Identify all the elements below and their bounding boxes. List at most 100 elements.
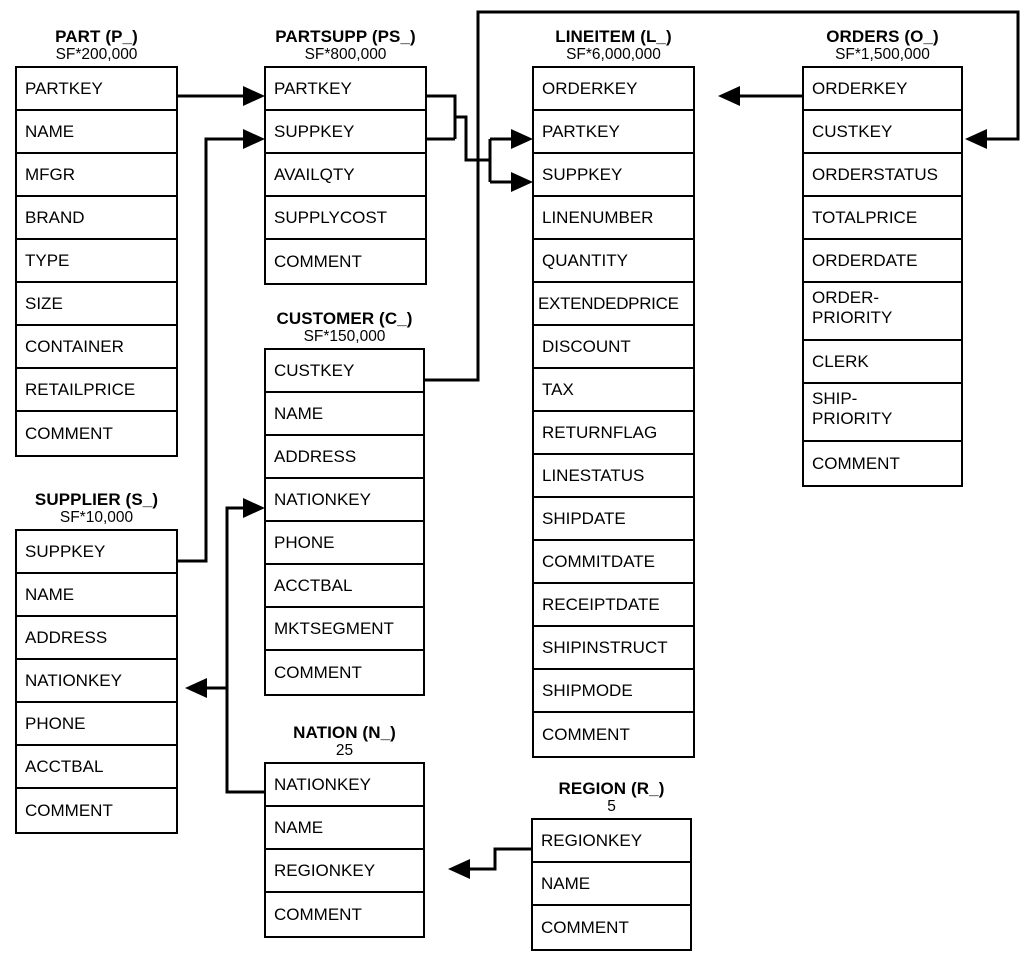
entity-supplier-title: SUPPLIER (S_): [34, 490, 159, 509]
entity-lineitem-fields: ORDERKEY PARTKEY SUPPKEY LINENUMBER QUAN…: [532, 66, 695, 759]
entity-partsupp: PARTSUPP (PS_) SF*800,000 PARTKEY SUPPKE…: [264, 27, 427, 286]
field-row[interactable]: COMMENT: [17, 789, 176, 833]
field-row[interactable]: COMMENT: [266, 240, 425, 284]
entity-customer-title: CUSTOMER (C_): [276, 309, 413, 328]
field-row[interactable]: CUSTKEY: [804, 111, 961, 155]
field-row[interactable]: TOTALPRICE: [804, 197, 961, 241]
field-row[interactable]: NATIONKEY: [17, 660, 176, 704]
field-row[interactable]: COMMENT: [266, 651, 423, 695]
entity-part-fields: PARTKEY NAME MFGR BRAND TYPE SIZE CONTAI…: [15, 66, 178, 458]
field-row[interactable]: PARTKEY: [534, 111, 693, 155]
field-row[interactable]: MKTSEGMENT: [266, 608, 423, 652]
field-row[interactable]: ACCTBAL: [17, 746, 176, 790]
field-row[interactable]: CLERK: [804, 341, 961, 385]
field-row[interactable]: DISCOUNT: [534, 326, 693, 370]
field-row[interactable]: SHIPDATE: [534, 498, 693, 542]
entity-supplier-cardinality: SF*10,000: [59, 508, 134, 526]
field-row[interactable]: COMMENT: [17, 412, 176, 456]
field-row[interactable]: PARTKEY: [266, 68, 425, 112]
entity-partsupp-title: PARTSUPP (PS_): [275, 27, 416, 46]
entity-customer: CUSTOMER (C_) SF*150,000 CUSTKEY NAME AD…: [264, 310, 425, 697]
field-row[interactable]: LINENUMBER: [534, 197, 693, 241]
field-row[interactable]: TAX: [534, 369, 693, 413]
entity-orders-cardinality: SF*1,500,000: [835, 45, 930, 63]
field-row[interactable]: AVAILQTY: [266, 154, 425, 198]
entity-part-cardinality: SF*200,000: [55, 45, 138, 63]
field-row[interactable]: SUPPKEY: [266, 111, 425, 155]
entity-part-header: PART (P_) SF*200,000: [15, 28, 178, 63]
field-row[interactable]: TYPE: [17, 240, 176, 284]
field-row[interactable]: NAME: [533, 863, 690, 907]
field-row[interactable]: SHIPINSTRUCT: [534, 627, 693, 671]
field-row[interactable]: ORDERKEY: [804, 68, 961, 112]
entity-customer-fields: CUSTKEY NAME ADDRESS NATIONKEY PHONE ACC…: [264, 348, 425, 697]
entity-supplier-header: SUPPLIER (S_) SF*10,000: [15, 491, 178, 526]
field-row[interactable]: SIZE: [17, 283, 176, 327]
field-row[interactable]: SUPPLYCOST: [266, 197, 425, 241]
field-row[interactable]: COMMENT: [266, 893, 423, 937]
field-row[interactable]: NATIONKEY: [266, 764, 423, 808]
entity-orders-title: ORDERS (O_): [826, 27, 939, 46]
field-row[interactable]: REGIONKEY: [266, 850, 423, 894]
field-row[interactable]: COMMITDATE: [534, 541, 693, 585]
field-row[interactable]: MFGR: [17, 154, 176, 198]
entity-region-title: REGION (R_): [558, 779, 665, 798]
field-row[interactable]: SUPPKEY: [534, 154, 693, 198]
field-row[interactable]: NAME: [266, 807, 423, 851]
field-row[interactable]: ADDRESS: [266, 436, 423, 480]
field-row[interactable]: NAME: [17, 574, 176, 618]
entity-part-title: PART (P_): [55, 27, 138, 46]
entity-lineitem-cardinality: SF*6,000,000: [566, 45, 661, 63]
connector-part-partkey-to-partsupp-partkey: [178, 86, 265, 106]
entity-partsupp-fields: PARTKEY SUPPKEY AVAILQTY SUPPLYCOST COMM…: [264, 66, 427, 286]
field-row[interactable]: ORDER- PRIORITY: [804, 283, 961, 342]
entity-supplier-fields: SUPPKEY NAME ADDRESS NATIONKEY PHONE ACC…: [15, 529, 178, 835]
field-row[interactable]: QUANTITY: [534, 240, 693, 284]
field-row[interactable]: PHONE: [17, 703, 176, 747]
entity-orders-header: ORDERS (O_) SF*1,500,000: [802, 28, 963, 63]
entity-lineitem-header: LINEITEM (L_) SF*6,000,000: [532, 28, 695, 63]
field-row[interactable]: COMMENT: [534, 713, 693, 757]
connector-supplier-suppkey-to-partsupp-suppkey: [178, 129, 265, 563]
field-row[interactable]: EXTENDEDPRICE: [534, 283, 693, 327]
field-row[interactable]: RETAILPRICE: [17, 369, 176, 413]
field-row[interactable]: PARTKEY: [17, 68, 176, 112]
entity-nation: NATION (N_) 25 NATIONKEY NAME REGIONKEY …: [264, 724, 425, 939]
field-row[interactable]: ORDERDATE: [804, 240, 961, 284]
field-row[interactable]: BRAND: [17, 197, 176, 241]
field-row[interactable]: SHIP- PRIORITY: [804, 384, 961, 443]
field-row[interactable]: COMMENT: [533, 906, 690, 950]
field-row[interactable]: COMMENT: [804, 442, 961, 486]
entity-region-fields: REGIONKEY NAME COMMENT: [531, 818, 692, 952]
field-row[interactable]: REGIONKEY: [533, 820, 690, 864]
entity-supplier: SUPPLIER (S_) SF*10,000 SUPPKEY NAME ADD…: [15, 491, 178, 835]
field-row[interactable]: NATIONKEY: [266, 479, 423, 523]
entity-customer-header: CUSTOMER (C_) SF*150,000: [264, 310, 425, 345]
field-row[interactable]: ORDERKEY: [534, 68, 693, 112]
field-row[interactable]: SHIPMODE: [534, 670, 693, 714]
entity-orders: ORDERS (O_) SF*1,500,000 ORDERKEY CUSTKE…: [802, 28, 963, 488]
field-row[interactable]: CUSTKEY: [266, 350, 423, 394]
entity-orders-fields: ORDERKEY CUSTKEY ORDERSTATUS TOTALPRICE …: [802, 66, 963, 488]
connector-nation-nationkey-to-customer-nationkey: [225, 498, 265, 794]
entity-nation-header: NATION (N_) 25: [264, 724, 425, 759]
field-row[interactable]: LINESTATUS: [534, 455, 693, 499]
connector-partsupp-to-lineitem-keys: [427, 94, 533, 192]
entity-part: PART (P_) SF*200,000 PARTKEY NAME MFGR B…: [15, 28, 178, 458]
field-row[interactable]: ADDRESS: [17, 617, 176, 661]
connector-nation-nationkey-to-supplier-nationkey: [185, 678, 227, 698]
field-row[interactable]: PHONE: [266, 522, 423, 566]
entity-nation-cardinality: 25: [335, 741, 354, 759]
field-row[interactable]: CONTAINER: [17, 326, 176, 370]
field-row[interactable]: ACCTBAL: [266, 565, 423, 609]
entity-region-header: REGION (R_) 5: [531, 780, 692, 815]
field-row[interactable]: RECEIPTDATE: [534, 584, 693, 628]
field-row[interactable]: SUPPKEY: [17, 531, 176, 575]
field-row[interactable]: NAME: [266, 393, 423, 437]
field-row[interactable]: RETURNFLAG: [534, 412, 693, 456]
entity-lineitem-title: LINEITEM (L_): [555, 27, 672, 46]
field-row[interactable]: ORDERSTATUS: [804, 154, 961, 198]
field-row[interactable]: NAME: [17, 111, 176, 155]
entity-region: REGION (R_) 5 REGIONKEY NAME COMMENT: [531, 780, 692, 952]
